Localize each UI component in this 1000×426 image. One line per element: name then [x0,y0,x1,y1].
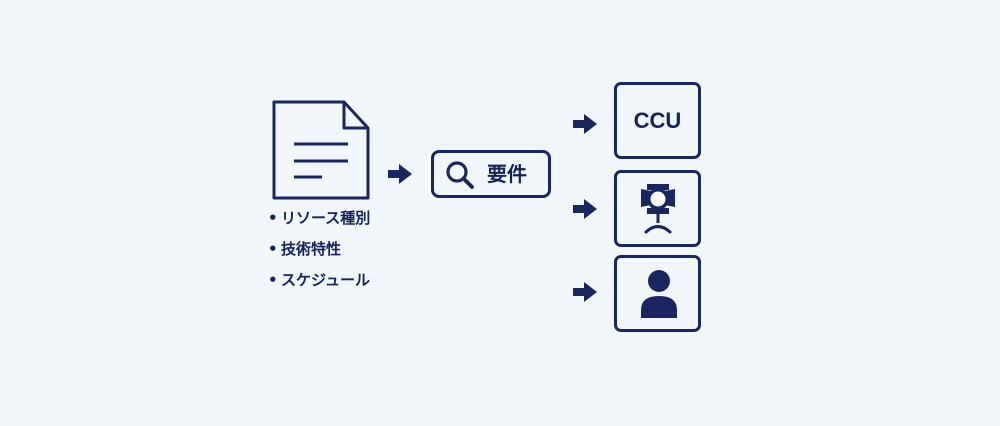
bullet-icon: • [268,271,278,289]
arrow-right-icon [573,198,597,220]
person-icon [639,268,679,320]
arrow-right-icon [388,163,412,185]
arrow-right-icon [573,113,597,135]
list-item: •スケジュール [268,267,370,298]
list-item: •リソース種別 [268,205,370,236]
search-label: 要件 [487,162,527,186]
bullet-icon: • [268,209,278,227]
arrow-right-icon [573,281,597,303]
magnifier-icon [445,160,475,190]
resource-tile-personnel[interactable] [614,255,701,332]
requirements-list: •リソース種別 •技術特性 •スケジュール [268,205,370,298]
list-item: •技術特性 [268,236,370,267]
bullet-icon: • [268,240,278,258]
document-icon [272,100,370,200]
resource-tile-ccu[interactable]: CCU [614,82,701,159]
resource-tile-lighting[interactable] [614,170,701,247]
tile-label: CCU [633,107,682,133]
stage-light-icon [639,183,677,235]
requirements-search-box[interactable]: 要件 [431,150,551,198]
